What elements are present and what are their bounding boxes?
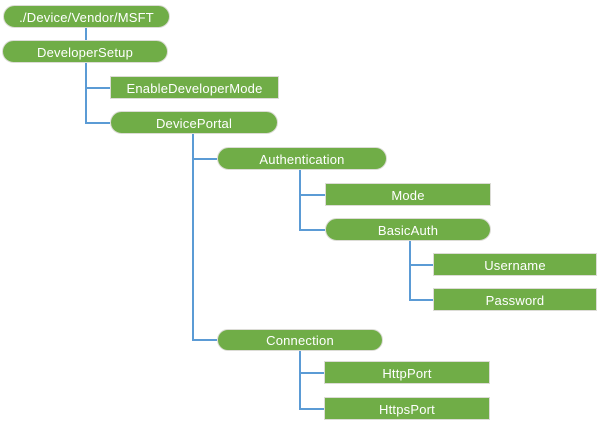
tree-node-label: ./Device/Vendor/MSFT: [19, 10, 154, 26]
tree-node-label: HttpPort: [382, 366, 432, 382]
tree-node-label: Authentication: [259, 152, 345, 168]
tree-node-label: Password: [485, 293, 545, 309]
tree-node-https-port: HttpsPort: [324, 397, 490, 420]
tree-node-basic-auth: BasicAuth: [325, 218, 491, 241]
connector-line-vertical: [85, 28, 87, 40]
tree-node-enable-developer-mode: EnableDeveloperMode: [110, 76, 279, 99]
connector-line-horizontal: [410, 263, 433, 266]
tree-node-label: Username: [484, 258, 546, 274]
tree-node-label: BasicAuth: [377, 223, 439, 239]
tree-node-http-port: HttpPort: [324, 361, 490, 384]
tree-node-label: DeveloperSetup: [36, 45, 134, 61]
tree-node-label: DevicePortal: [155, 116, 233, 132]
connector-line-vertical: [85, 63, 87, 124]
tree-node-device-portal: DevicePortal: [110, 111, 278, 134]
tree-node-username: Username: [433, 253, 597, 276]
connector-line-vertical: [299, 170, 301, 231]
connector-line-vertical: [299, 351, 301, 410]
tree-node-label: EnableDeveloperMode: [126, 81, 263, 97]
tree-node-label: HttpsPort: [379, 402, 435, 418]
tree-node-label: Connection: [266, 332, 334, 348]
tree-node-authentication: Authentication: [217, 147, 387, 170]
connector-line-vertical: [409, 241, 411, 301]
tree-node-label: Mode: [391, 188, 425, 204]
tree-node-root: ./Device/Vendor/MSFT: [3, 5, 170, 28]
tree-node-mode: Mode: [325, 183, 491, 206]
connector-line-horizontal: [86, 86, 110, 89]
connector-line-horizontal: [193, 339, 217, 341]
tree-node-connection: Connection: [217, 329, 383, 351]
connector-line-horizontal: [193, 157, 217, 160]
connector-line-horizontal: [300, 193, 325, 196]
tree-node-developer-setup: DeveloperSetup: [2, 40, 168, 63]
connector-line-horizontal: [300, 407, 324, 410]
connector-line-horizontal: [300, 228, 325, 231]
connector-line-horizontal: [300, 371, 324, 374]
connector-line-vertical: [192, 134, 194, 341]
connector-line-horizontal: [410, 298, 433, 301]
connector-line-horizontal: [86, 121, 110, 124]
tree-node-password: Password: [433, 288, 597, 311]
